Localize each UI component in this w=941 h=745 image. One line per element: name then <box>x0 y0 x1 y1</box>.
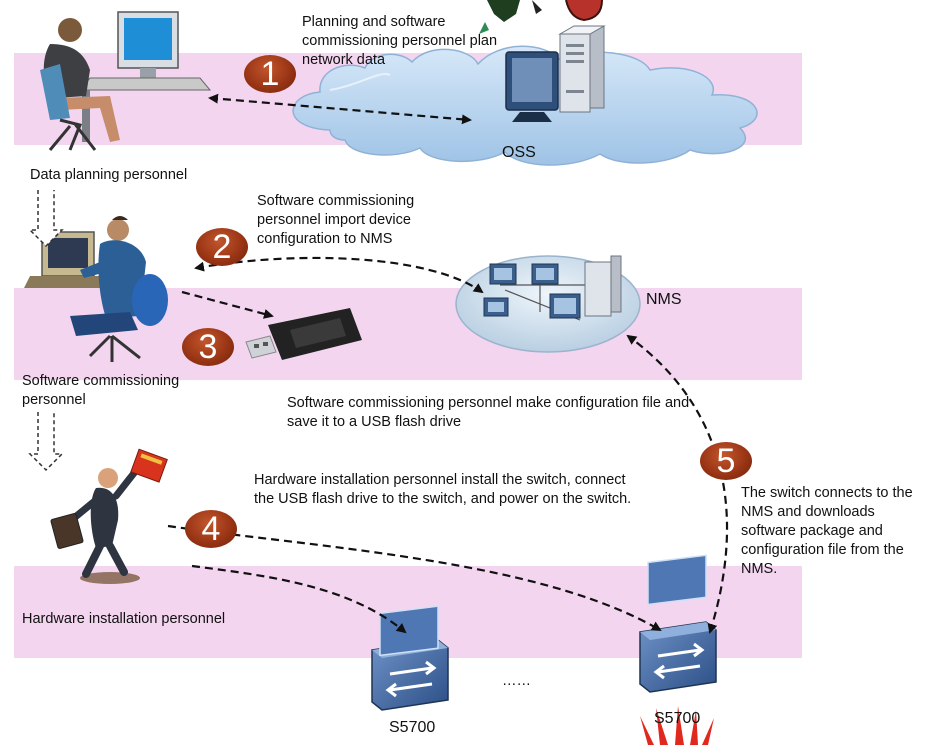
arrow-step-5 <box>626 334 729 634</box>
hardware-installation-label: Hardware installation personnel <box>22 611 226 627</box>
data-planning-label: Data planning personnel <box>30 167 188 183</box>
step-4-text: Hardware installation personnel install … <box>254 472 632 507</box>
nms-label: NMS <box>646 291 682 308</box>
switch-icon <box>371 605 449 711</box>
step-2-text: Software commissioning personnel import … <box>257 193 415 247</box>
arrow-step-3 <box>181 290 274 319</box>
usb-drive-icon <box>245 308 362 360</box>
step-5-text: The switch connects to the NMS and downl… <box>741 485 913 577</box>
arrow-step-1 <box>208 93 472 125</box>
switch-1-label: S5700 <box>389 719 436 736</box>
switch-icon <box>639 554 717 693</box>
flow-arrow-down <box>28 190 64 472</box>
huawei-logo-icon <box>640 706 714 745</box>
planner-person-icon <box>40 11 212 151</box>
oss-server-icon <box>505 25 606 122</box>
step-badge-4: 4 <box>185 510 237 548</box>
commissioning-person-icon <box>24 216 168 362</box>
switch-2-label: S5700 <box>654 710 701 727</box>
software-commissioning-label: Software commissioning personnel <box>22 373 180 408</box>
step-badge-1: 1 <box>244 55 296 93</box>
oss-label: OSS <box>502 144 536 161</box>
step-badge-3: 3 <box>182 328 234 366</box>
arrow-step-4a <box>191 564 407 634</box>
step-3-text: Software commissioning personnel make co… <box>287 395 690 430</box>
step-badge-2: 2 <box>196 228 248 266</box>
ellipsis-label: …… <box>502 673 531 689</box>
top-decoration-icon <box>479 0 603 34</box>
installer-person-icon <box>50 448 168 584</box>
step-1-text: Planning and software commissioning pers… <box>302 14 498 68</box>
arrow-step-2 <box>194 256 484 294</box>
nms-network-icon <box>455 255 641 353</box>
step-badge-5: 5 <box>700 442 752 480</box>
